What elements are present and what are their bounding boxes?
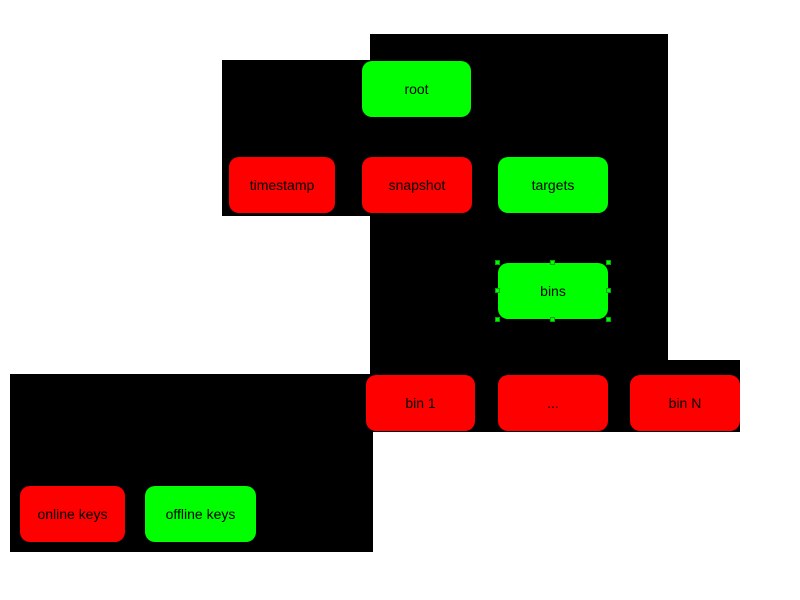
node-label-snapshot: snapshot — [388, 177, 446, 193]
node-label-bin-ellipsis: ... — [547, 395, 559, 411]
node-label-bins: bins — [540, 283, 566, 299]
node-label-bin-1: bin 1 — [405, 395, 436, 411]
node-offline-keys[interactable]: offline keys — [145, 486, 256, 542]
node-bin-1[interactable]: bin 1 — [366, 375, 475, 431]
node-snapshot[interactable]: snapshot — [362, 157, 472, 213]
node-label-root: root — [404, 81, 429, 97]
node-targets[interactable]: targets — [498, 157, 608, 213]
node-label-targets: targets — [531, 177, 575, 193]
node-timestamp[interactable]: timestamp — [229, 157, 335, 213]
node-online-keys[interactable]: online keys — [20, 486, 125, 542]
node-bins[interactable]: bins — [498, 263, 608, 319]
node-label-bin-n: bin N — [668, 395, 702, 411]
node-root[interactable]: root — [362, 61, 471, 117]
node-label-timestamp: timestamp — [249, 177, 315, 193]
node-label-offline-keys: offline keys — [165, 506, 236, 522]
node-label-online-keys: online keys — [37, 506, 108, 522]
node-bin-ellipsis[interactable]: ... — [498, 375, 608, 431]
node-bin-n[interactable]: bin N — [630, 375, 740, 431]
